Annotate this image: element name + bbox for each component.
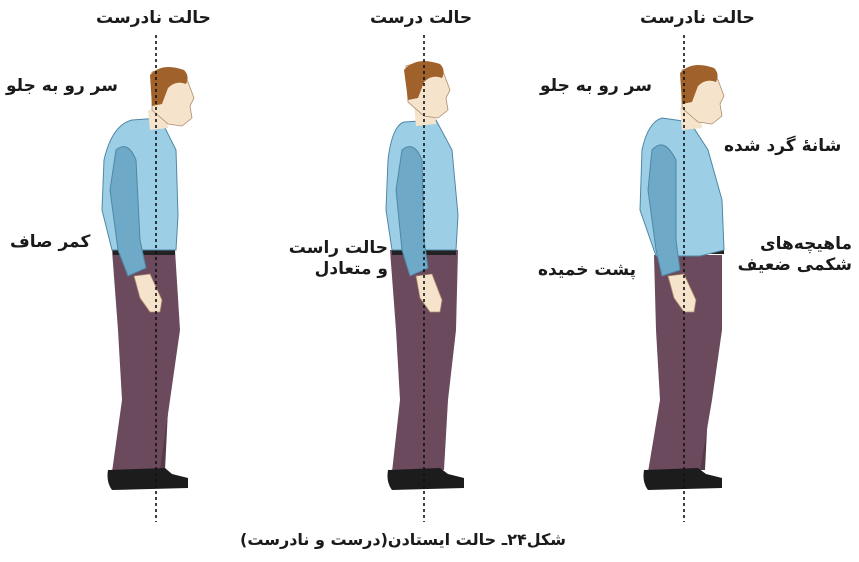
figure-flat-back	[102, 67, 194, 490]
figure-3-abdomen-label-line2: شکمی ضعیف	[736, 255, 852, 276]
figure-1-waist-label: کمر صاف	[10, 232, 90, 253]
figure-3-back-label: پشت خمیده	[538, 260, 636, 281]
figure-caption: شکل۲۴ـ حالت ایستادن(درست و نادرست)	[240, 530, 566, 550]
figure-3-shoulder-label: شانهٔ گرد شده	[724, 136, 841, 157]
figure-2-waist-label-line2: و متعادل	[276, 259, 388, 280]
figure-3-abdomen-label: ماهیچه‌های شکمی ضعیف	[736, 234, 852, 277]
figure-1-head-label: سر رو به جلو	[6, 76, 118, 97]
figure-3-head-label: سر رو به جلو	[540, 76, 652, 97]
figure-slouched	[640, 65, 724, 490]
figure-correct	[386, 61, 464, 490]
figure-3-abdomen-label-line1: ماهیچه‌های	[736, 234, 852, 255]
figure-3-shoes	[644, 468, 723, 490]
figure-1-title: حالت نادرست	[96, 8, 211, 29]
figure-2-title: حالت درست	[370, 8, 472, 29]
figure-1-shoes	[108, 468, 189, 490]
figure-2-waist-label: حالت راست و متعادل	[276, 238, 388, 281]
figure-3-arm	[648, 145, 680, 276]
figure-3-title: حالت نادرست	[640, 8, 755, 29]
figure-2-shoes	[388, 468, 465, 490]
figure-2-waist-label-line1: حالت راست	[276, 238, 388, 259]
